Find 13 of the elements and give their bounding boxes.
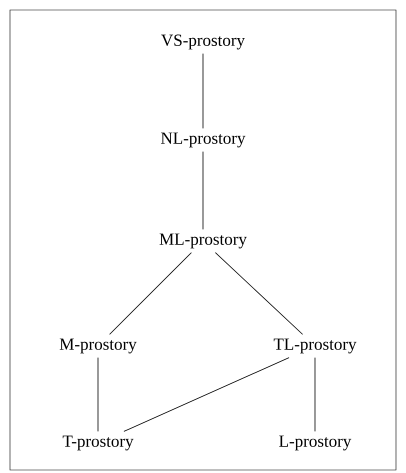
connector-line xyxy=(109,252,192,335)
node-label: T-prostory xyxy=(62,436,134,450)
node-label: M-prostory xyxy=(60,338,137,354)
node-label: ML-prostory xyxy=(160,234,247,248)
node-label: TL-prostory xyxy=(274,338,356,354)
node-label: L-prostory xyxy=(279,436,352,450)
connector-line xyxy=(214,252,304,335)
node-label: VS-prostory xyxy=(161,34,245,50)
connector-line xyxy=(202,151,204,230)
node-label: NL-prostory xyxy=(161,132,246,148)
connector-line xyxy=(124,357,290,432)
connector-line xyxy=(314,357,316,432)
connector-line xyxy=(202,53,204,129)
